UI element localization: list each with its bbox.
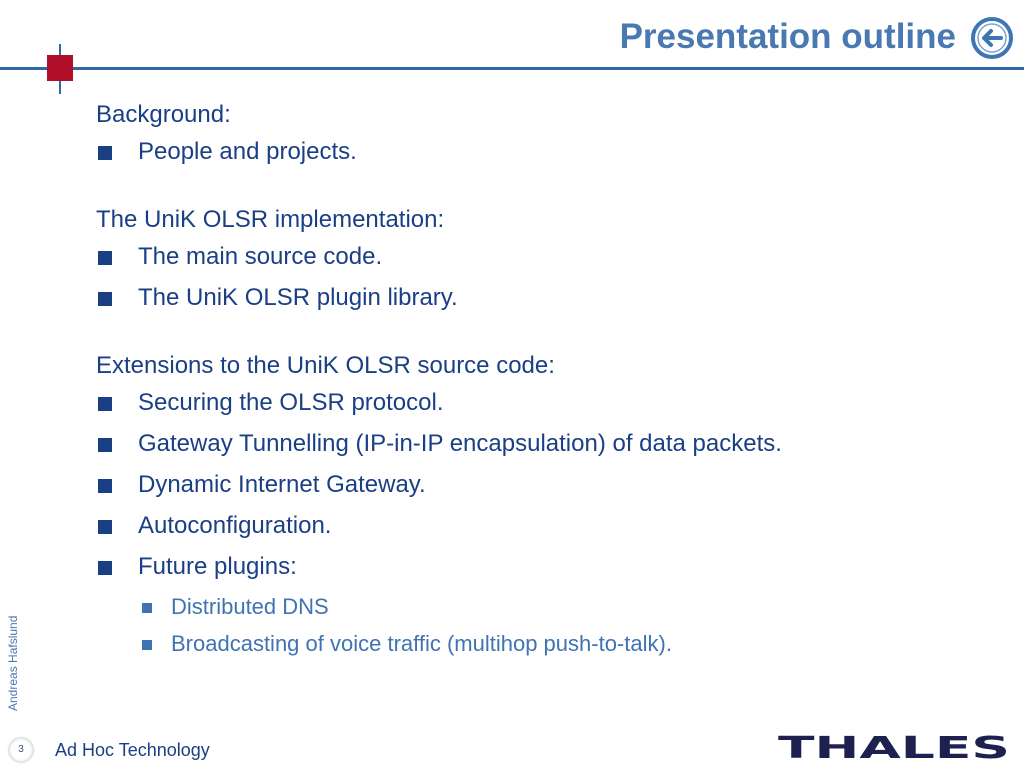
sub-list-item: Distributed DNS [96,593,996,621]
square-bullet-icon [142,640,152,650]
page-title: Presentation outline [619,17,956,56]
list-item: The main source code. [96,242,996,272]
square-bullet-icon [142,603,152,613]
list-item-text: People and projects. [138,138,357,165]
list-item-text: Dynamic Internet Gateway. [138,471,426,498]
back-button[interactable] [970,16,1014,60]
list-item: Securing the OLSR protocol. [96,388,996,418]
list-item-text: Securing the OLSR protocol. [138,389,444,416]
list-item: Future plugins: [96,552,996,582]
list-item: Autoconfiguration. [96,511,996,541]
outline-content: Background: People and projects. The Uni… [96,96,996,667]
footer-text: Ad Hoc Technology [55,740,210,760]
square-bullet-icon [98,438,112,452]
square-bullet-icon [98,520,112,534]
square-bullet-icon [98,251,112,265]
section-heading: Background: [96,101,231,128]
sub-list-item: Broadcasting of voice traffic (multihop … [96,630,996,658]
list-item: The UniK OLSR plugin library. [96,283,996,313]
list-item-text: The UniK OLSR plugin library. [138,284,458,311]
square-bullet-icon [98,146,112,160]
list-item: Dynamic Internet Gateway. [96,470,996,500]
list-item-text: Gateway Tunnelling (IP-in-IP encapsulati… [138,430,782,457]
square-bullet-icon [98,292,112,306]
list-item-text: Future plugins: [138,553,297,580]
section-heading: Extensions to the UniK OLSR source code: [96,352,555,379]
list-item: Gateway Tunnelling (IP-in-IP encapsulati… [96,429,996,459]
square-bullet-icon [98,397,112,411]
svg-text:THALES: THALES [778,731,1010,761]
page-number: 3 [9,738,33,762]
header-marker-square [47,55,73,81]
square-bullet-icon [98,479,112,493]
list-item: People and projects. [96,137,996,167]
thales-logo: THALES [778,731,1010,761]
arrow-left-circle-icon [971,17,1013,59]
list-item-text: The main source code. [138,243,383,270]
square-bullet-icon [98,561,112,575]
section-heading: The UniK OLSR implementation: [96,206,445,233]
sub-list-item-text: Broadcasting of voice traffic (multihop … [171,631,672,656]
sub-list-item-text: Distributed DNS [171,594,329,619]
header-rule [0,67,1024,70]
author-label: Andreas Hafslund [6,615,20,711]
list-item-text: Autoconfiguration. [138,512,332,539]
